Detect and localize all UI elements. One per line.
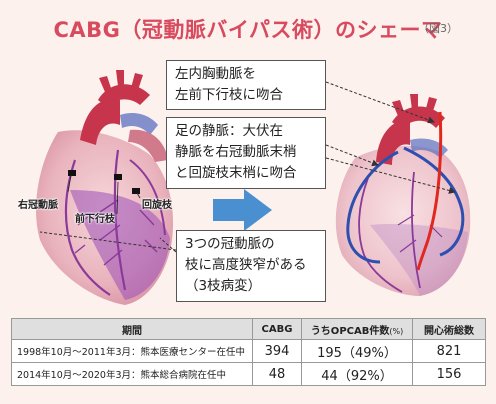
transition-arrow	[213, 189, 272, 231]
col-opcab-unit: (%)	[389, 327, 403, 336]
callout-line: と回旋枝末梢に吻合	[175, 163, 317, 184]
right-heart	[336, 94, 470, 296]
left-heart	[36, 70, 173, 305]
col-open-heart: 開心術総数	[413, 319, 486, 340]
col-opcab: うちOPCAB件数(%)	[302, 319, 413, 340]
cell-opcab: 44（92%）	[302, 363, 413, 386]
label-circumflex: 回旋枝	[142, 196, 172, 211]
callout-vein-graft: 足の静脈：大伏在 静脈を右冠動脈末梢 と回旋枝末梢に吻合	[166, 117, 326, 189]
table-row: 2014年10月～2020年3月：熊本総合病院在任中 48 44（92%） 15…	[12, 363, 486, 386]
stenosis-mark	[68, 170, 76, 176]
cell-cabg: 394	[253, 340, 302, 363]
callout-line: 左内胸動脈を	[175, 64, 317, 85]
col-cabg: CABG	[253, 319, 302, 340]
stenosis-mark	[132, 188, 140, 194]
col-period: 期間	[12, 319, 253, 340]
col-opcab-label: うちOPCAB件数	[311, 326, 390, 337]
cell-period: 2014年10月～2020年3月：熊本総合病院在任中	[12, 363, 253, 386]
surgery-stats-table: 期間 CABG うちOPCAB件数(%) 開心術総数 1998年10月～2011…	[11, 318, 486, 386]
callout-line: 枝に高度狭窄がある	[185, 255, 317, 276]
cell-opcab: 195（49%）	[302, 340, 413, 363]
callout-stenosis: 3つの冠動脈の 枝に高度狭窄がある （3枝病変）	[176, 230, 326, 302]
callout-lita-graft: 左内胸動脈を 左前下行枝に吻合	[166, 60, 326, 110]
cell-open-heart: 156	[413, 363, 486, 386]
cell-period: 1998年10月～2011年3月：熊本医療センター在任中	[12, 340, 253, 363]
callout-line: （3枝病変）	[185, 276, 317, 297]
callout-line: 左前下行枝に吻合	[175, 85, 317, 106]
cell-open-heart: 821	[413, 340, 486, 363]
stenosis-mark	[114, 174, 122, 180]
cell-cabg: 48	[253, 363, 302, 386]
callout-line: 静脈を右冠動脈末梢	[175, 142, 317, 163]
label-lad: 前下行枝	[75, 210, 115, 225]
label-right-coronary-artery: 右冠動脈	[18, 196, 58, 211]
table-header-row: 期間 CABG うちOPCAB件数(%) 開心術総数	[12, 319, 486, 340]
callout-line: 3つの冠動脈の	[185, 234, 317, 255]
table-row: 1998年10月～2011年3月：熊本医療センター在任中 394 195（49%…	[12, 340, 486, 363]
callout-line: 足の静脈：大伏在	[175, 121, 317, 142]
